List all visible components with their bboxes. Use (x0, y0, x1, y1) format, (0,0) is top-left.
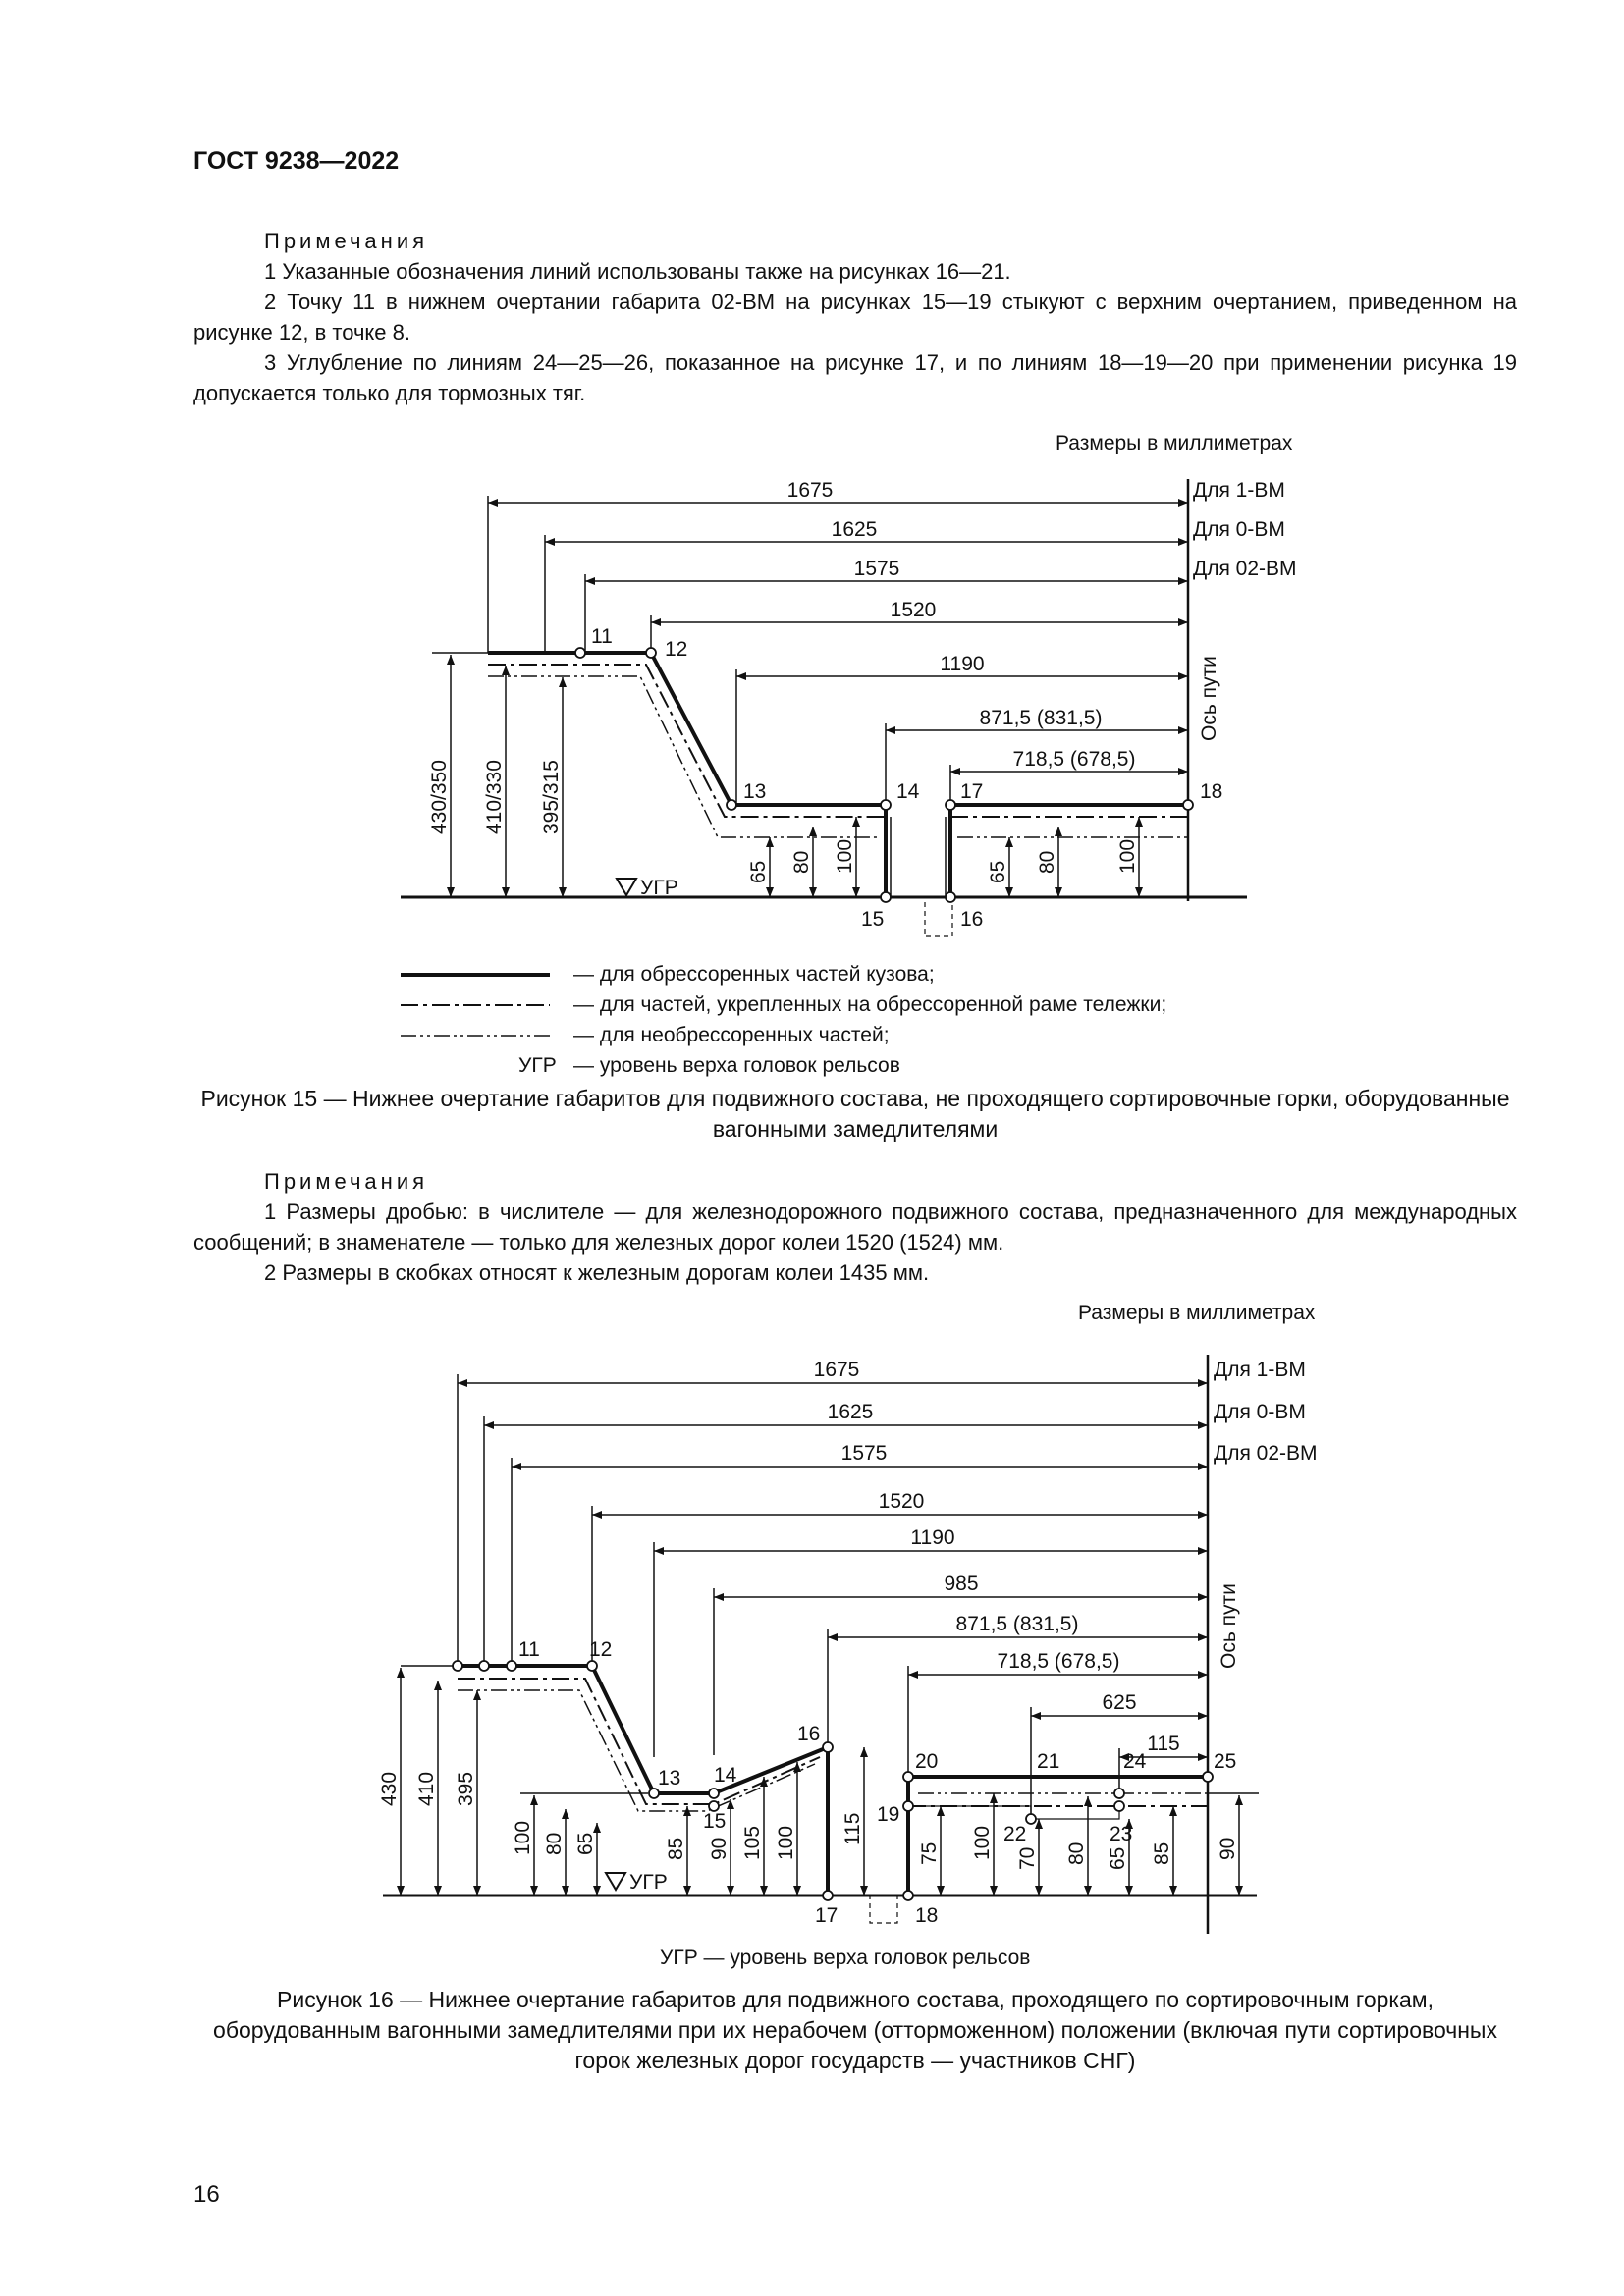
dim-label: 395/315 (540, 760, 563, 834)
dim-label: 1190 (940, 653, 984, 675)
point-label: 12 (665, 638, 687, 661)
document-header: ГОСТ 9238—2022 (193, 147, 400, 175)
point-label: 18 (1200, 780, 1222, 803)
dim-label: 100 (1116, 839, 1139, 874)
dim-label: 718,5 (678,5) (1013, 748, 1136, 771)
dim-label: 430/350 (428, 760, 451, 834)
legend-item: — для необрессоренных частей; (573, 1024, 890, 1046)
figure-15-caption: Рисунок 15 — Нижнее очертание габаритов … (200, 1086, 1510, 1142)
axis-label: Ось пути (1198, 656, 1220, 741)
dim-label: 65 (747, 861, 770, 883)
page-number: 16 (193, 2181, 220, 2208)
ugr-note: УГР — уровень верха головок рельсов (660, 1947, 1031, 1969)
point-label: 15 (861, 908, 884, 931)
notes-title: Примечания (264, 1169, 429, 1194)
dim-label: 871,5 (831,5) (980, 707, 1103, 729)
outline-bogie-frame (488, 664, 886, 818)
outline-unsprung (488, 675, 879, 838)
point-label: 17 (960, 780, 983, 803)
note-item: 1 Размеры дробью: в числителе — для желе… (193, 1200, 1517, 1255)
note-item: 1 Указанные обозначения линий использова… (264, 259, 1011, 284)
dim-label: 1625 (832, 518, 878, 541)
note-item: 3 Углубление по линиям 24—25—26, показан… (193, 350, 1517, 405)
gauge-label: Для 1-ВМ (1193, 479, 1285, 502)
units-label: Размеры в миллиметрах (1056, 432, 1293, 454)
dim-label: 1575 (854, 558, 900, 580)
ugr-marker-icon (615, 878, 638, 897)
note-item: 2 Размеры в скобках относят к железным д… (264, 1260, 930, 1285)
notes-title: Примечания (264, 229, 429, 253)
notes-middle: Примечания 1 Размеры дробью: в числителе… (193, 1166, 1517, 1288)
dim-label: 410/330 (483, 760, 506, 834)
legend-item: — для частей, укрепленных на обрессоренн… (573, 993, 1167, 1016)
point-label: 14 (896, 780, 920, 803)
point-label: 16 (960, 908, 983, 931)
point-label: 11 (591, 625, 613, 648)
legend-item: — для обрессоренных частей кузова; (573, 963, 935, 986)
units-label: Размеры в миллиметрах (1078, 1302, 1316, 1324)
dim-label: 1520 (891, 599, 937, 621)
dim-label: 80 (1036, 851, 1058, 874)
notes-top: Примечания 1 Указанные обозначения линий… (193, 226, 1517, 408)
legend-ugr: УГР (518, 1054, 557, 1077)
gauge-label: Для 0-ВМ (1193, 518, 1285, 541)
note-item: 2 Точку 11 в нижнем очертании габарита 0… (193, 290, 1517, 345)
gauge-label: Для 02-ВМ (1193, 558, 1297, 580)
ugr-label: УГР (640, 877, 678, 899)
point-label: 13 (743, 780, 766, 803)
dim-label: 80 (790, 851, 813, 874)
dim-label: 100 (834, 839, 856, 874)
legend-item: — уровень верха головок рельсов (573, 1054, 900, 1077)
figure-16-caption: Рисунок 16 — Нижнее очертание габаритов … (213, 1987, 1497, 2073)
dim-label: 1675 (787, 479, 834, 502)
dim-label: 65 (987, 861, 1009, 883)
